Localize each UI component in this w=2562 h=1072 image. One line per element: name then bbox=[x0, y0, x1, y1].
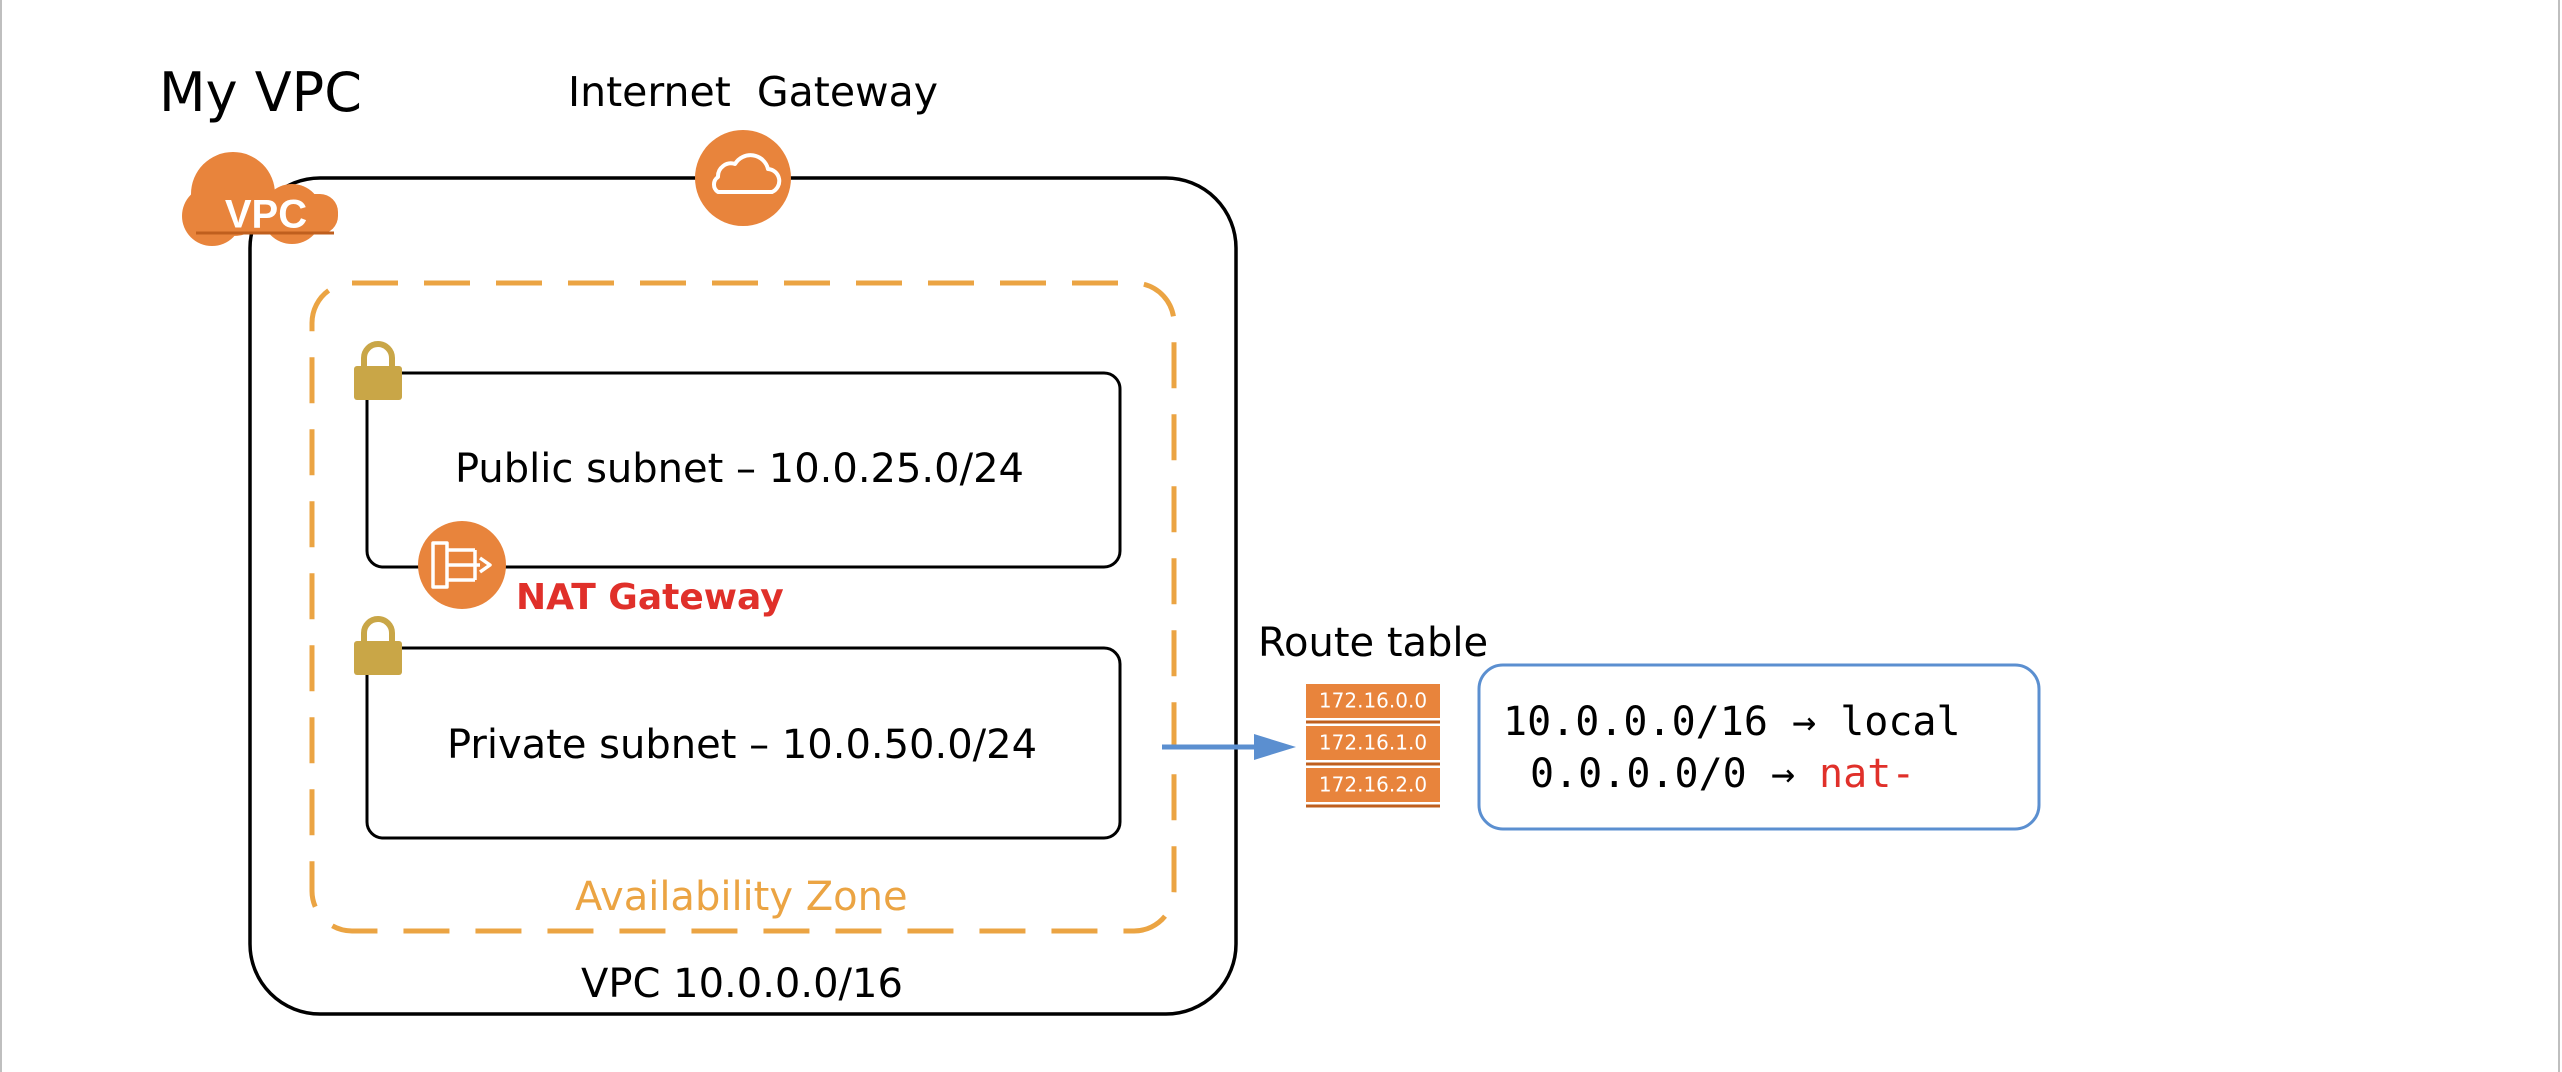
route-entries-box bbox=[1477, 663, 2041, 831]
route-destination: 10.0.0.0/16 bbox=[1503, 699, 1768, 745]
nat-gateway-icon bbox=[418, 521, 506, 609]
route-destination: 0.0.0.0/0 bbox=[1530, 751, 1747, 797]
lock-icon bbox=[354, 341, 402, 400]
route-entry: 10.0.0.0/16 → local bbox=[1503, 702, 1961, 742]
public-subnet-label: Public subnet – 10.0.25.0/24 bbox=[455, 446, 1024, 492]
route-icon-row: 172.16.1.0 bbox=[1319, 731, 1427, 755]
right-frame-border bbox=[2558, 0, 2560, 1072]
route-arrow-glyph: → bbox=[1792, 699, 1817, 745]
route-arrow-glyph: → bbox=[1770, 751, 1795, 797]
route-table-label: Route table bbox=[1258, 620, 1489, 666]
route-table-icon: 172.16.0.0 172.16.1.0 172.16.2.0 bbox=[1306, 684, 1440, 808]
route-target: nat- bbox=[1819, 751, 1916, 797]
route-icon-row: 172.16.0.0 bbox=[1319, 689, 1427, 713]
route-entry: 0.0.0.0/0 → nat- bbox=[1530, 754, 1915, 794]
vpc-cloud-icon: VPC bbox=[182, 152, 338, 246]
vpc-title: My VPC bbox=[159, 61, 362, 124]
vpc-cidr-label: VPC 10.0.0.0/16 bbox=[581, 961, 903, 1007]
private-subnet-label: Private subnet – 10.0.50.0/24 bbox=[447, 722, 1038, 768]
route-arrow bbox=[1162, 734, 1296, 760]
route-target: local bbox=[1840, 699, 1961, 745]
internet-gateway-label: Internet Gateway bbox=[568, 68, 938, 116]
lock-icon bbox=[354, 616, 402, 675]
nat-gateway-label: NAT Gateway bbox=[516, 577, 784, 618]
public-subnet-box bbox=[365, 371, 1122, 569]
private-subnet-box bbox=[365, 646, 1122, 840]
route-icon-row: 172.16.2.0 bbox=[1319, 773, 1427, 797]
availability-zone-box bbox=[309, 280, 1177, 934]
left-frame-border bbox=[0, 0, 2, 1072]
vpc-badge-text: VPC bbox=[225, 193, 307, 237]
availability-zone-label: Availability Zone bbox=[575, 874, 908, 920]
internet-gateway-icon bbox=[695, 130, 791, 226]
